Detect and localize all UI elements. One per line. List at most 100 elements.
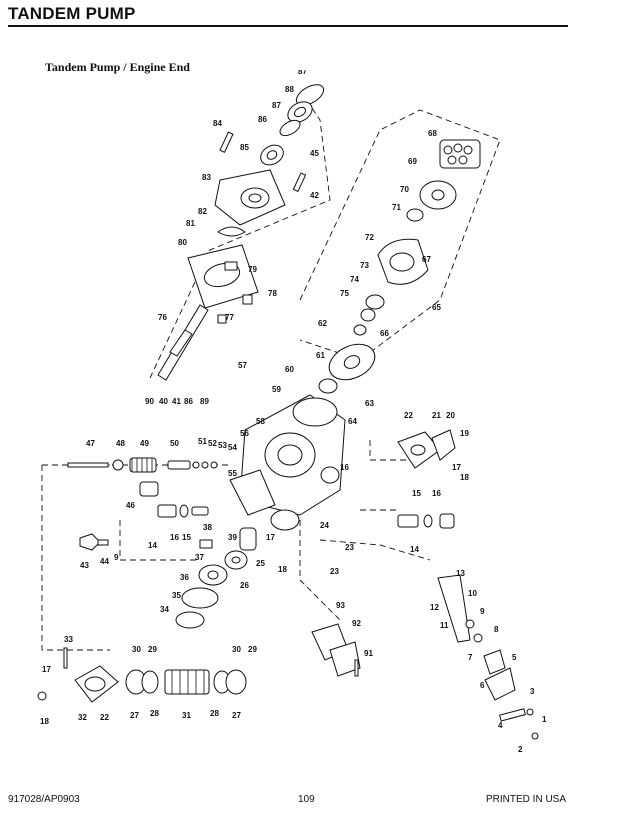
callout-4: 4 [498,721,503,730]
callout-15b: 15 [412,489,421,498]
callout-78: 78 [268,289,277,298]
callout-16b: 16 [340,463,349,472]
callout-14b: 14 [410,545,419,554]
callout-51: 51 [198,437,207,446]
callout-44: 44 [100,557,109,566]
callout-45: 45 [310,149,319,158]
callout-55: 55 [228,469,237,478]
callout-82: 82 [198,207,207,216]
footer-doc-code: 917028/AP0903 [8,794,80,805]
callout-61: 61 [316,351,325,360]
callout-41: 41 [172,397,181,406]
callout-49: 49 [140,439,149,448]
callout-59: 59 [272,385,281,394]
callout-69: 69 [408,157,417,166]
callout-15: 15 [182,533,191,542]
callout-29b: 29 [248,645,257,654]
callout-40: 40 [159,397,168,406]
callout-22: 22 [404,411,413,420]
callout-1: 1 [542,715,547,724]
callout-9b: 9 [480,607,485,616]
callout-83: 83 [202,173,211,182]
callout-28b: 28 [210,709,219,718]
callout-18c: 18 [40,717,49,726]
callout-60: 60 [285,365,294,374]
callout-5: 5 [512,653,517,662]
callout-87b: 87 [272,101,281,110]
callout-46: 46 [126,501,135,510]
callout-88: 88 [285,85,294,94]
callout-70: 70 [400,185,409,194]
callout-20: 20 [446,411,455,420]
callout-8: 8 [494,625,499,634]
callout-36: 36 [180,573,189,582]
diagram-subtitle: Tandem Pump / Engine End [45,60,190,74]
callout-54: 54 [228,443,237,452]
callout-2: 2 [518,745,523,754]
callout-53: 53 [218,441,227,450]
callout-11: 11 [440,621,449,630]
callout-18b: 18 [460,473,469,482]
callout-79: 79 [248,265,257,274]
callout-22b: 22 [100,713,109,722]
callout-65: 65 [432,303,441,312]
callout-90: 90 [145,397,154,406]
callout-28a: 28 [150,709,159,718]
callout-91: 91 [364,649,373,658]
callout-6: 6 [480,681,485,690]
callout-72: 72 [365,233,374,242]
callout-18: 18 [278,565,287,574]
callout-27a: 27 [130,711,139,720]
callout-25: 25 [256,559,265,568]
callout-16c: 16 [432,489,441,498]
callout-80: 80 [178,238,187,247]
callout-89: 89 [200,397,209,406]
callout-87a: 87 [298,70,307,76]
callout-68: 68 [428,129,437,138]
callout-16: 16 [170,533,179,542]
callout-50: 50 [170,439,179,448]
callout-58: 58 [256,417,265,426]
callout-17: 17 [266,533,275,542]
callout-39: 39 [228,533,237,542]
callout-43: 43 [80,561,89,570]
callout-76: 76 [158,313,167,322]
callout-7: 7 [468,653,473,662]
callout-30a: 30 [132,645,141,654]
callout-93: 93 [336,601,345,610]
footer-printed: PRINTED IN USA [486,794,567,805]
callout-81: 81 [186,219,195,228]
callout-32: 32 [78,713,87,722]
callout-10: 10 [468,589,477,598]
callout-77: 77 [225,313,234,322]
callout-74: 74 [350,275,359,284]
callout-3: 3 [530,687,535,696]
callout-29a: 29 [148,645,157,654]
callout-86b: 86 [184,397,193,406]
callout-38: 38 [203,523,212,532]
exploded-parts-diagram: 87 88 87 86 84 85 45 83 42 82 81 80 79 7… [37,70,547,754]
callout-30b: 30 [232,645,241,654]
callout-34: 34 [160,605,169,614]
callout-19: 19 [460,429,469,438]
callout-86: 86 [258,115,267,124]
callout-64: 64 [348,417,357,426]
callout-71: 71 [392,203,401,212]
callout-23a: 23 [345,543,354,552]
callout-17c: 17 [42,665,51,674]
callout-56: 56 [240,429,249,438]
callout-66: 66 [380,329,389,338]
callout-75: 75 [340,289,349,298]
callout-12: 12 [430,603,439,612]
callout-27b: 27 [232,711,241,720]
callout-17b: 17 [452,463,461,472]
callout-26: 26 [240,581,249,590]
callout-37: 37 [195,553,204,562]
page-title: TANDEM PUMP [8,4,136,23]
callout-52: 52 [208,439,217,448]
callout-42: 42 [310,191,319,200]
callout-21: 21 [432,411,441,420]
callout-24: 24 [320,521,329,530]
callout-31: 31 [182,711,191,720]
callout-13: 13 [456,569,465,578]
